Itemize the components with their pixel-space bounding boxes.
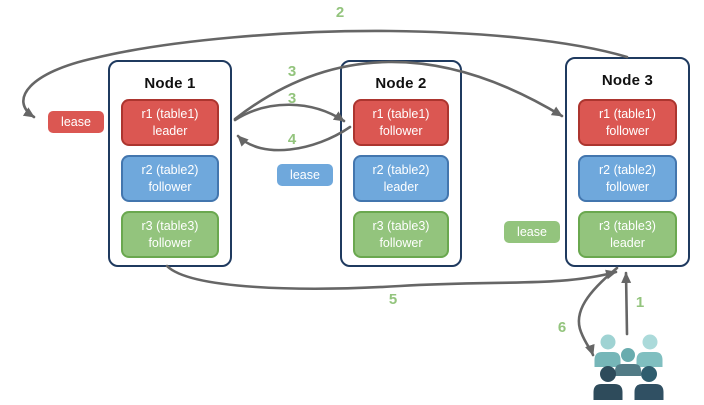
lease-badge-r1: lease	[48, 111, 104, 133]
step-label-1: 1	[635, 294, 645, 311]
lease-label: lease	[290, 168, 320, 182]
person-head	[600, 366, 616, 382]
person-body	[615, 364, 641, 376]
node-1-replica-r1: r1 (table1) leader	[121, 99, 219, 146]
person-body	[634, 384, 664, 400]
replica-role: leader	[152, 123, 188, 138]
replica-role: follower	[379, 235, 423, 250]
arrow-step-1	[621, 271, 632, 336]
person-body	[636, 352, 663, 367]
node-3-replica-r2: r2 (table2) follower	[578, 155, 677, 202]
replica-role: follower	[605, 179, 650, 194]
node-2-replica-r3: r3 (table3) follower	[353, 211, 449, 258]
node-3-replica-r3: r3 (table3) leader	[578, 211, 677, 258]
node-1: Node 1 r1 (table1) leader r2 (table2) fo…	[108, 60, 232, 267]
person-head	[600, 334, 616, 350]
step-label-3-lower: 3	[287, 90, 297, 107]
node-1-title: Node 1	[144, 75, 196, 92]
replica-name: r3 (table3)	[372, 219, 430, 234]
person-head	[642, 334, 658, 350]
step-label-5: 5	[388, 291, 398, 308]
replica-role: leader	[383, 179, 419, 194]
replica-name: r3 (table3)	[599, 219, 656, 234]
replica-role: follower	[605, 123, 650, 138]
step-label-3-upper: 3	[287, 63, 297, 80]
step-label-2: 2	[335, 4, 345, 21]
replica-name: r2 (table2)	[599, 163, 656, 178]
lease-badge-r3: lease	[504, 221, 560, 243]
replica-role: follower	[148, 235, 192, 250]
node-3: Node 3 r1 (table1) follower r2 (table2) …	[565, 57, 690, 267]
lease-badge-r2: lease	[277, 164, 333, 186]
node-1-replica-r3: r3 (table3) follower	[121, 211, 219, 258]
replica-role: follower	[148, 179, 192, 194]
node-2-replica-r2: r2 (table2) leader	[353, 155, 449, 202]
arrow-step-3-to-node2	[233, 103, 346, 123]
replica-name: r1 (table1)	[141, 107, 199, 122]
replica-name: r1 (table1)	[599, 107, 656, 122]
replica-role: leader	[610, 235, 645, 250]
node-2: Node 2 r1 (table1) follower r2 (table2) …	[340, 60, 462, 267]
replica-name: r2 (table2)	[372, 163, 430, 178]
person-body	[594, 352, 621, 367]
node-2-title: Node 2	[375, 75, 427, 92]
node-2-replica-r1: r1 (table1) follower	[353, 99, 449, 146]
node-3-title: Node 3	[601, 72, 654, 89]
node-3-replica-r1: r1 (table1) follower	[578, 99, 677, 146]
person-head	[641, 366, 657, 382]
replica-name: r3 (table3)	[141, 219, 199, 234]
lease-label: lease	[517, 225, 547, 239]
person-head	[621, 348, 635, 362]
node-1-replica-r2: r2 (table2) follower	[121, 155, 219, 202]
step-label-4: 4	[287, 131, 297, 148]
person-body	[593, 384, 623, 400]
replica-name: r2 (table2)	[141, 163, 199, 178]
step-label-6: 6	[557, 319, 567, 336]
arrow-step-5	[165, 264, 618, 290]
replica-role: follower	[379, 123, 423, 138]
replica-name: r1 (table1)	[372, 107, 430, 122]
users-icon	[593, 334, 664, 400]
lease-label: lease	[61, 115, 91, 129]
